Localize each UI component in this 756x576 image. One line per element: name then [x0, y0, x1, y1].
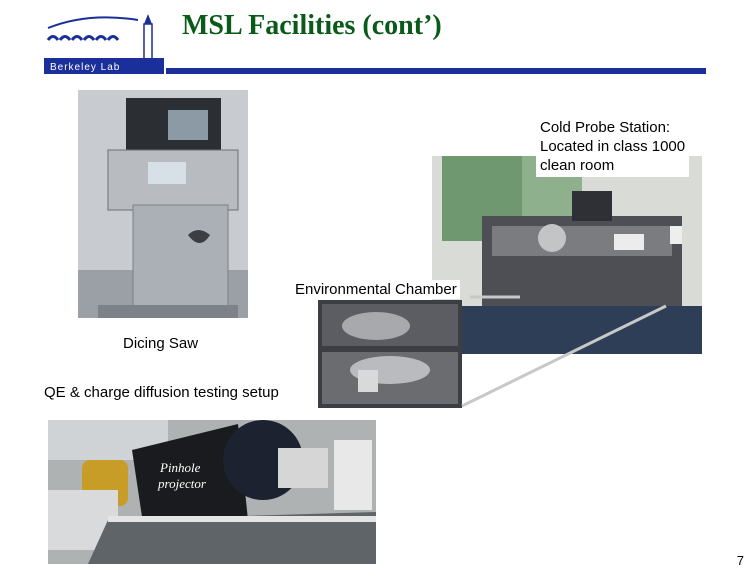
qe-setup-photo: Pinhole projector [48, 420, 376, 564]
pinhole-label-line2: projector [157, 476, 207, 491]
caption-cold-probe: Cold Probe Station: Located in class 100… [536, 118, 690, 177]
caption-environmental-chamber: Environmental Chamber [292, 280, 460, 299]
title-rule [166, 68, 706, 74]
slide-title: MSL Facilities (cont’) [182, 10, 442, 41]
dicing-saw-photo [78, 90, 248, 318]
logo-arches [46, 16, 139, 41]
caption-qe-setup: QE & charge diffusion testing setup [44, 384, 279, 401]
cold-probe-station-photo [432, 156, 702, 354]
caption-cold-probe-line1: Cold Probe Station: [540, 119, 671, 136]
caption-cold-probe-line2: Located in class 1000 [540, 138, 686, 155]
environmental-chamber-photo [318, 300, 462, 408]
caption-dicing-saw: Dicing Saw [123, 335, 199, 352]
caption-cold-probe-line3: clean room [540, 157, 615, 174]
pinhole-label-line1: Pinhole [159, 460, 201, 475]
page-number: 7 [736, 553, 744, 568]
logo-text: Berkeley Lab [50, 62, 120, 73]
berkeley-lab-logo: Berkeley Lab [44, 14, 164, 74]
